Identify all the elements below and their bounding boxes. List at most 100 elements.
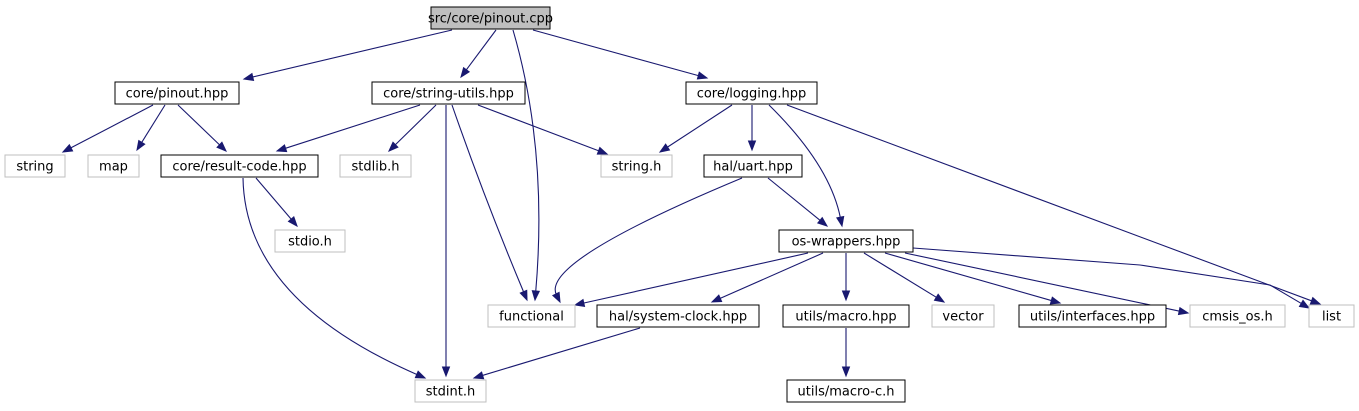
node-pinout-hpp[interactable]: core/pinout.hpp bbox=[114, 81, 240, 105]
edge-arrowhead bbox=[414, 370, 427, 379]
node-list: list bbox=[1308, 304, 1355, 328]
node-box bbox=[685, 81, 818, 105]
edge-line bbox=[532, 29, 700, 77]
edge-result_code-to-stdio bbox=[255, 177, 298, 228]
node-label: core/logging.hpp bbox=[697, 87, 807, 102]
node-string: string bbox=[4, 154, 66, 178]
node-root: src/core/pinout.cpp bbox=[428, 6, 553, 30]
node-box bbox=[1308, 304, 1355, 328]
edge-line bbox=[177, 104, 221, 146]
node-box bbox=[371, 81, 526, 105]
edge-line bbox=[768, 104, 841, 219]
node-box bbox=[4, 154, 66, 178]
edge-os_wrappers-to-list bbox=[912, 247, 1311, 309]
node-label: stdio.h bbox=[288, 235, 332, 250]
edge-arrowhead bbox=[472, 371, 485, 380]
node-box bbox=[160, 154, 319, 178]
node-vector: vector bbox=[931, 304, 995, 328]
edge-arrowhead bbox=[658, 143, 671, 153]
edge-arrowhead bbox=[841, 290, 851, 302]
edge-line bbox=[786, 104, 1313, 302]
node-interfaces[interactable]: utils/interfaces.hpp bbox=[1018, 304, 1167, 328]
edge-line bbox=[666, 104, 733, 149]
edge-string_utils-to-result_code bbox=[275, 104, 421, 153]
node-box bbox=[274, 229, 346, 253]
edge-root-to-functional bbox=[512, 29, 541, 302]
node-stdio: stdio.h bbox=[274, 229, 346, 253]
node-uart[interactable]: hal/uart.hpp bbox=[703, 154, 803, 178]
edge-line bbox=[394, 104, 437, 146]
edge-line bbox=[904, 252, 1181, 312]
edge-line bbox=[284, 104, 421, 150]
node-system-clock[interactable]: hal/system-clock.hpp bbox=[596, 304, 760, 328]
node-logging[interactable]: core/logging.hpp bbox=[685, 81, 818, 105]
edge-os_wrappers-to-functional bbox=[573, 252, 809, 308]
edge-arrowhead bbox=[596, 146, 609, 155]
edge-line bbox=[69, 104, 154, 149]
node-box bbox=[703, 154, 803, 178]
edge-logging-to-list bbox=[786, 104, 1322, 305]
edge-system_clock-to-stdint bbox=[472, 327, 641, 380]
node-os-wrappers[interactable]: os-wrappers.hpp bbox=[778, 229, 914, 253]
node-label: utils/interfaces.hpp bbox=[1030, 310, 1155, 325]
dependency-nodes: src/core/pinout.cpp core/pinout.hpp core/s… bbox=[4, 6, 1355, 403]
edge-arrowhead bbox=[1309, 296, 1322, 305]
edge-arrowhead bbox=[136, 139, 146, 152]
edge-string_utils-to-string_h bbox=[477, 104, 609, 155]
edge-arrowhead bbox=[519, 289, 528, 302]
edge-line bbox=[255, 177, 293, 221]
node-stdint: stdint.h bbox=[414, 379, 487, 403]
edge-root-to-string_utils bbox=[460, 29, 497, 79]
node-box bbox=[596, 304, 760, 328]
edge-arrowhead bbox=[696, 71, 709, 80]
node-label: stdint.h bbox=[426, 385, 475, 400]
edge-os_wrappers-to-interfaces bbox=[884, 252, 1062, 305]
edge-uart-to-os_wrappers bbox=[767, 177, 829, 227]
edge-pinout_hpp-to-result_code bbox=[177, 104, 227, 152]
edge-line bbox=[554, 177, 743, 296]
node-string-h: string.h bbox=[600, 154, 673, 178]
edge-string_utils-to-stdlib bbox=[388, 104, 437, 152]
node-box bbox=[782, 304, 910, 328]
node-box bbox=[931, 304, 995, 328]
edge-line bbox=[481, 327, 641, 377]
edge-arrowhead bbox=[531, 290, 541, 302]
edge-os_wrappers-to-macro bbox=[841, 253, 851, 302]
node-macro-c[interactable]: utils/macro-c.h bbox=[786, 379, 906, 403]
edge-arrowhead bbox=[242, 72, 255, 81]
node-string-utils[interactable]: core/string-utils.hpp bbox=[371, 81, 526, 105]
edge-arrowhead bbox=[573, 298, 586, 308]
node-label: core/result-code.hpp bbox=[172, 160, 306, 175]
edge-arrowhead bbox=[551, 291, 561, 304]
node-box bbox=[487, 304, 576, 328]
edge-result_code-to-stdint bbox=[242, 177, 427, 379]
edge-pinout_hpp-to-map bbox=[136, 104, 166, 152]
edge-arrowhead bbox=[388, 141, 399, 152]
edge-os_wrappers-to-vector bbox=[863, 252, 946, 303]
node-label: utils/macro.hpp bbox=[795, 310, 896, 325]
edge-arrowhead bbox=[441, 366, 451, 378]
node-functional: functional bbox=[487, 304, 576, 328]
edge-root-to-logging bbox=[532, 29, 709, 80]
edge-line bbox=[242, 177, 418, 376]
node-box bbox=[1018, 304, 1167, 328]
node-result-code[interactable]: core/result-code.hpp bbox=[160, 154, 319, 178]
edge-line bbox=[512, 29, 540, 293]
edge-logging-to-string_h bbox=[658, 104, 733, 153]
edge-line bbox=[912, 247, 1303, 305]
node-label: hal/uart.hpp bbox=[713, 160, 793, 175]
edge-line bbox=[465, 29, 497, 71]
node-label: map bbox=[99, 160, 128, 175]
node-stdlib: stdlib.h bbox=[339, 154, 412, 178]
node-box bbox=[1189, 304, 1286, 328]
node-box bbox=[339, 154, 412, 178]
edge-string_utils-to-functional bbox=[451, 104, 528, 302]
edge-arrowhead bbox=[275, 144, 288, 153]
node-label: string bbox=[16, 160, 53, 175]
node-macro[interactable]: utils/macro.hpp bbox=[782, 304, 910, 328]
edge-line bbox=[582, 252, 809, 304]
node-cmsis: cmsis_os.h bbox=[1189, 304, 1286, 328]
node-label: hal/system-clock.hpp bbox=[609, 310, 747, 325]
edge-string_utils-to-stdint bbox=[441, 105, 451, 378]
edge-arrowhead bbox=[710, 294, 723, 303]
